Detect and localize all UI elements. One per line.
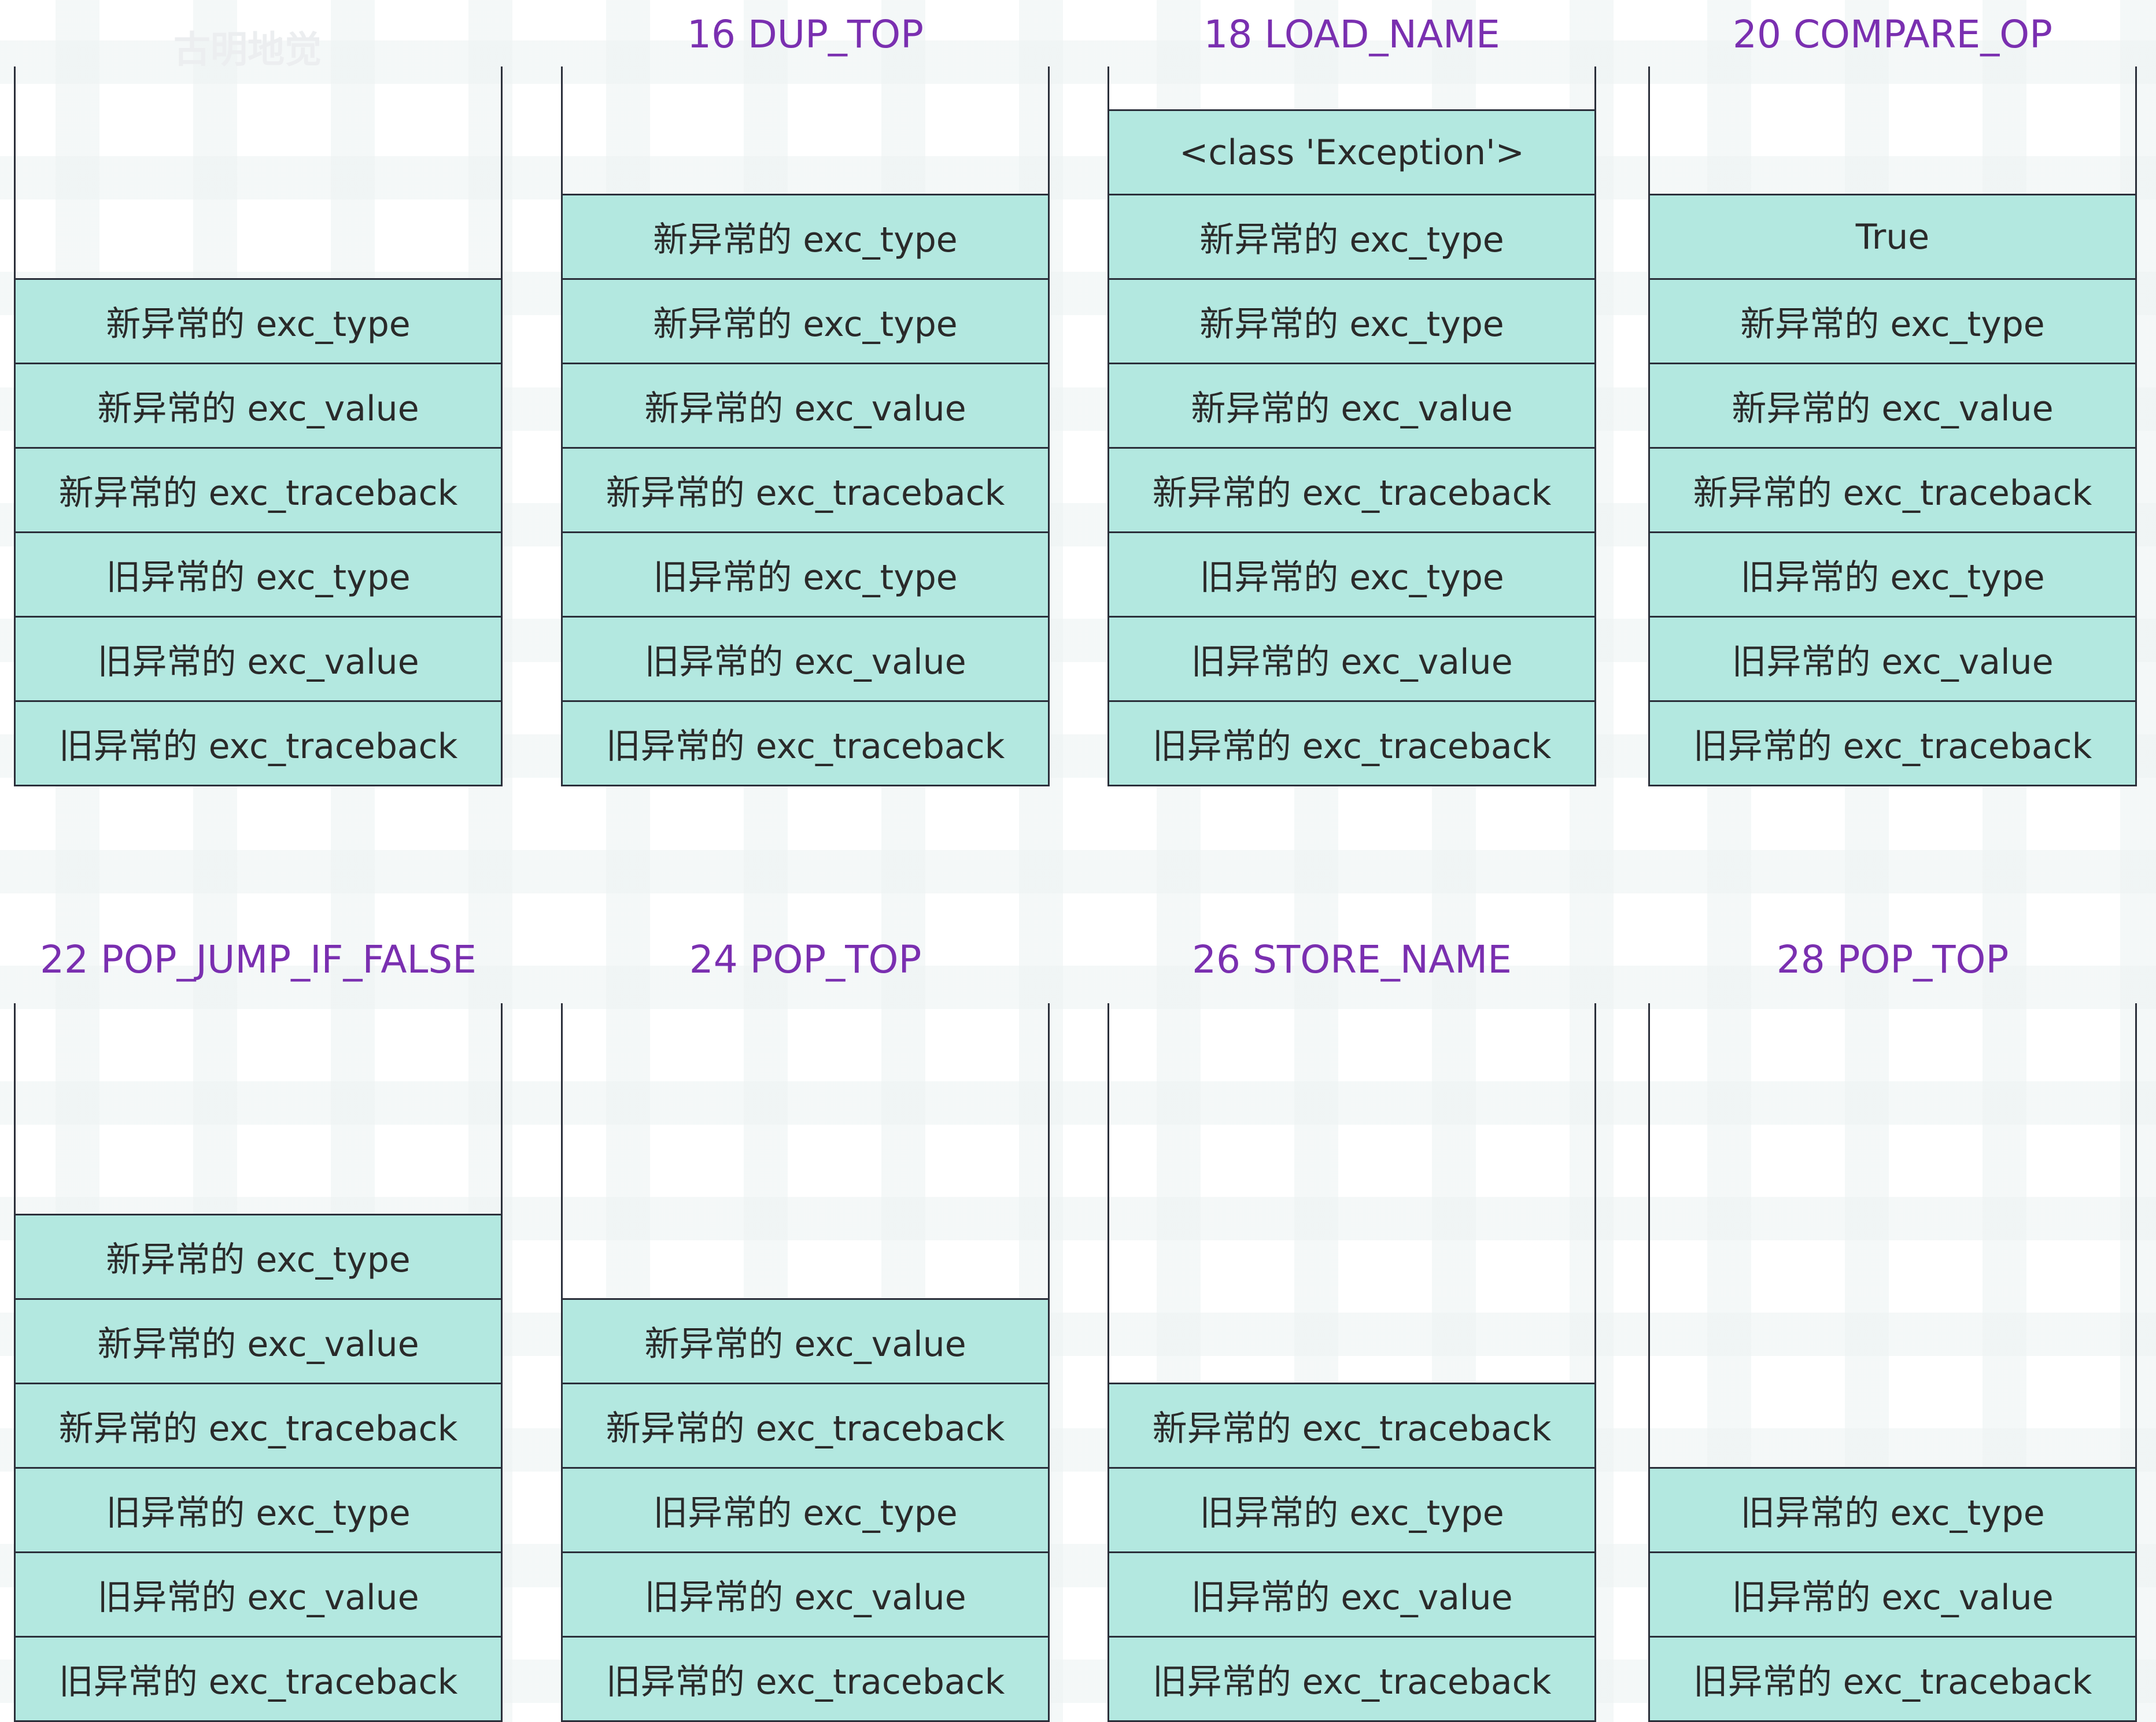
stack-cell: 旧异常的 exc_traceback (16, 700, 501, 785)
stack-cell: 新异常的 exc_traceback (1109, 447, 1594, 531)
stack-cell: 旧异常的 exc_value (1109, 1551, 1594, 1636)
opcode-title: 16 DUP_TOP (687, 12, 924, 57)
stack-cell: 新异常的 exc_type (563, 278, 1048, 363)
stack-cell: 旧异常的 exc_traceback (1650, 700, 2135, 785)
opcode-title: 20 COMPARE_OP (1733, 12, 2052, 57)
stack-cell: 旧异常的 exc_traceback (1109, 1636, 1594, 1720)
stack-cell: <class 'Exception'> (1109, 109, 1594, 194)
stack-cell: 新异常的 exc_type (16, 278, 501, 363)
stack-cell: 旧异常的 exc_type (563, 1467, 1048, 1551)
stack-cell: 新异常的 exc_type (1109, 194, 1594, 278)
opcode-title: 24 POP_TOP (689, 937, 922, 982)
stack-cell: 旧异常的 exc_traceback (563, 700, 1048, 785)
stack-cell: 旧异常的 exc_value (16, 616, 501, 700)
opcode-title: 26 STORE_NAME (1192, 937, 1512, 982)
stack-cell: 新异常的 exc_type (16, 1214, 501, 1298)
opcode-title: 18 LOAD_NAME (1203, 12, 1500, 57)
stack-cell: 旧异常的 exc_value (1109, 616, 1594, 700)
stack-cell: 新异常的 exc_value (563, 1298, 1048, 1383)
stack-cell: 旧异常的 exc_value (563, 1551, 1048, 1636)
opcode-title (14, 0, 503, 69)
stack-cell: 新异常的 exc_value (16, 1298, 501, 1383)
stack-cell: 旧异常的 exc_traceback (563, 1636, 1048, 1720)
stack-cell: 旧异常的 exc_type (16, 1467, 501, 1551)
stack-cell: 旧异常的 exc_value (1650, 616, 2135, 700)
watermark: 古明地觉 (173, 29, 322, 72)
stack-cell: 旧异常的 exc_traceback (1650, 1636, 2135, 1720)
stack-cell: 新异常的 exc_traceback (16, 1383, 501, 1467)
stack-cell: 旧异常的 exc_type (1650, 1467, 2135, 1551)
stack-cell: 旧异常的 exc_traceback (1109, 700, 1594, 785)
stack-cell: 新异常的 exc_traceback (563, 447, 1048, 531)
stack-cell: 新异常的 exc_traceback (1650, 447, 2135, 531)
stack-cell: 旧异常的 exc_type (563, 531, 1048, 616)
stack-cell: 新异常的 exc_type (1650, 278, 2135, 363)
stack-cell: 新异常的 exc_traceback (16, 447, 501, 531)
stack-cell: 旧异常的 exc_traceback (16, 1636, 501, 1720)
stack-cell: 旧异常的 exc_type (1109, 1467, 1594, 1551)
stack-cell: True (1650, 194, 2135, 278)
stack-cell: 新异常的 exc_type (563, 194, 1048, 278)
stack-cell: 新异常的 exc_value (563, 363, 1048, 447)
stack-cell: 新异常的 exc_value (1109, 363, 1594, 447)
stack-cell: 旧异常的 exc_type (16, 531, 501, 616)
stack-cell: 旧异常的 exc_value (1650, 1551, 2135, 1636)
stack-cell: 新异常的 exc_traceback (1109, 1383, 1594, 1467)
stack-cell: 新异常的 exc_value (16, 363, 501, 447)
stack-cell: 新异常的 exc_type (1109, 278, 1594, 363)
stack-cell: 旧异常的 exc_type (1109, 531, 1594, 616)
opcode-title: 28 POP_TOP (1776, 937, 2009, 982)
stack-cell: 旧异常的 exc_type (1650, 531, 2135, 616)
stack-cell: 旧异常的 exc_value (563, 616, 1048, 700)
stack-cell: 新异常的 exc_traceback (563, 1383, 1048, 1467)
stack-cell: 新异常的 exc_value (1650, 363, 2135, 447)
stack-cell: 旧异常的 exc_value (16, 1551, 501, 1636)
opcode-title: 22 POP_JUMP_IF_FALSE (40, 937, 477, 982)
